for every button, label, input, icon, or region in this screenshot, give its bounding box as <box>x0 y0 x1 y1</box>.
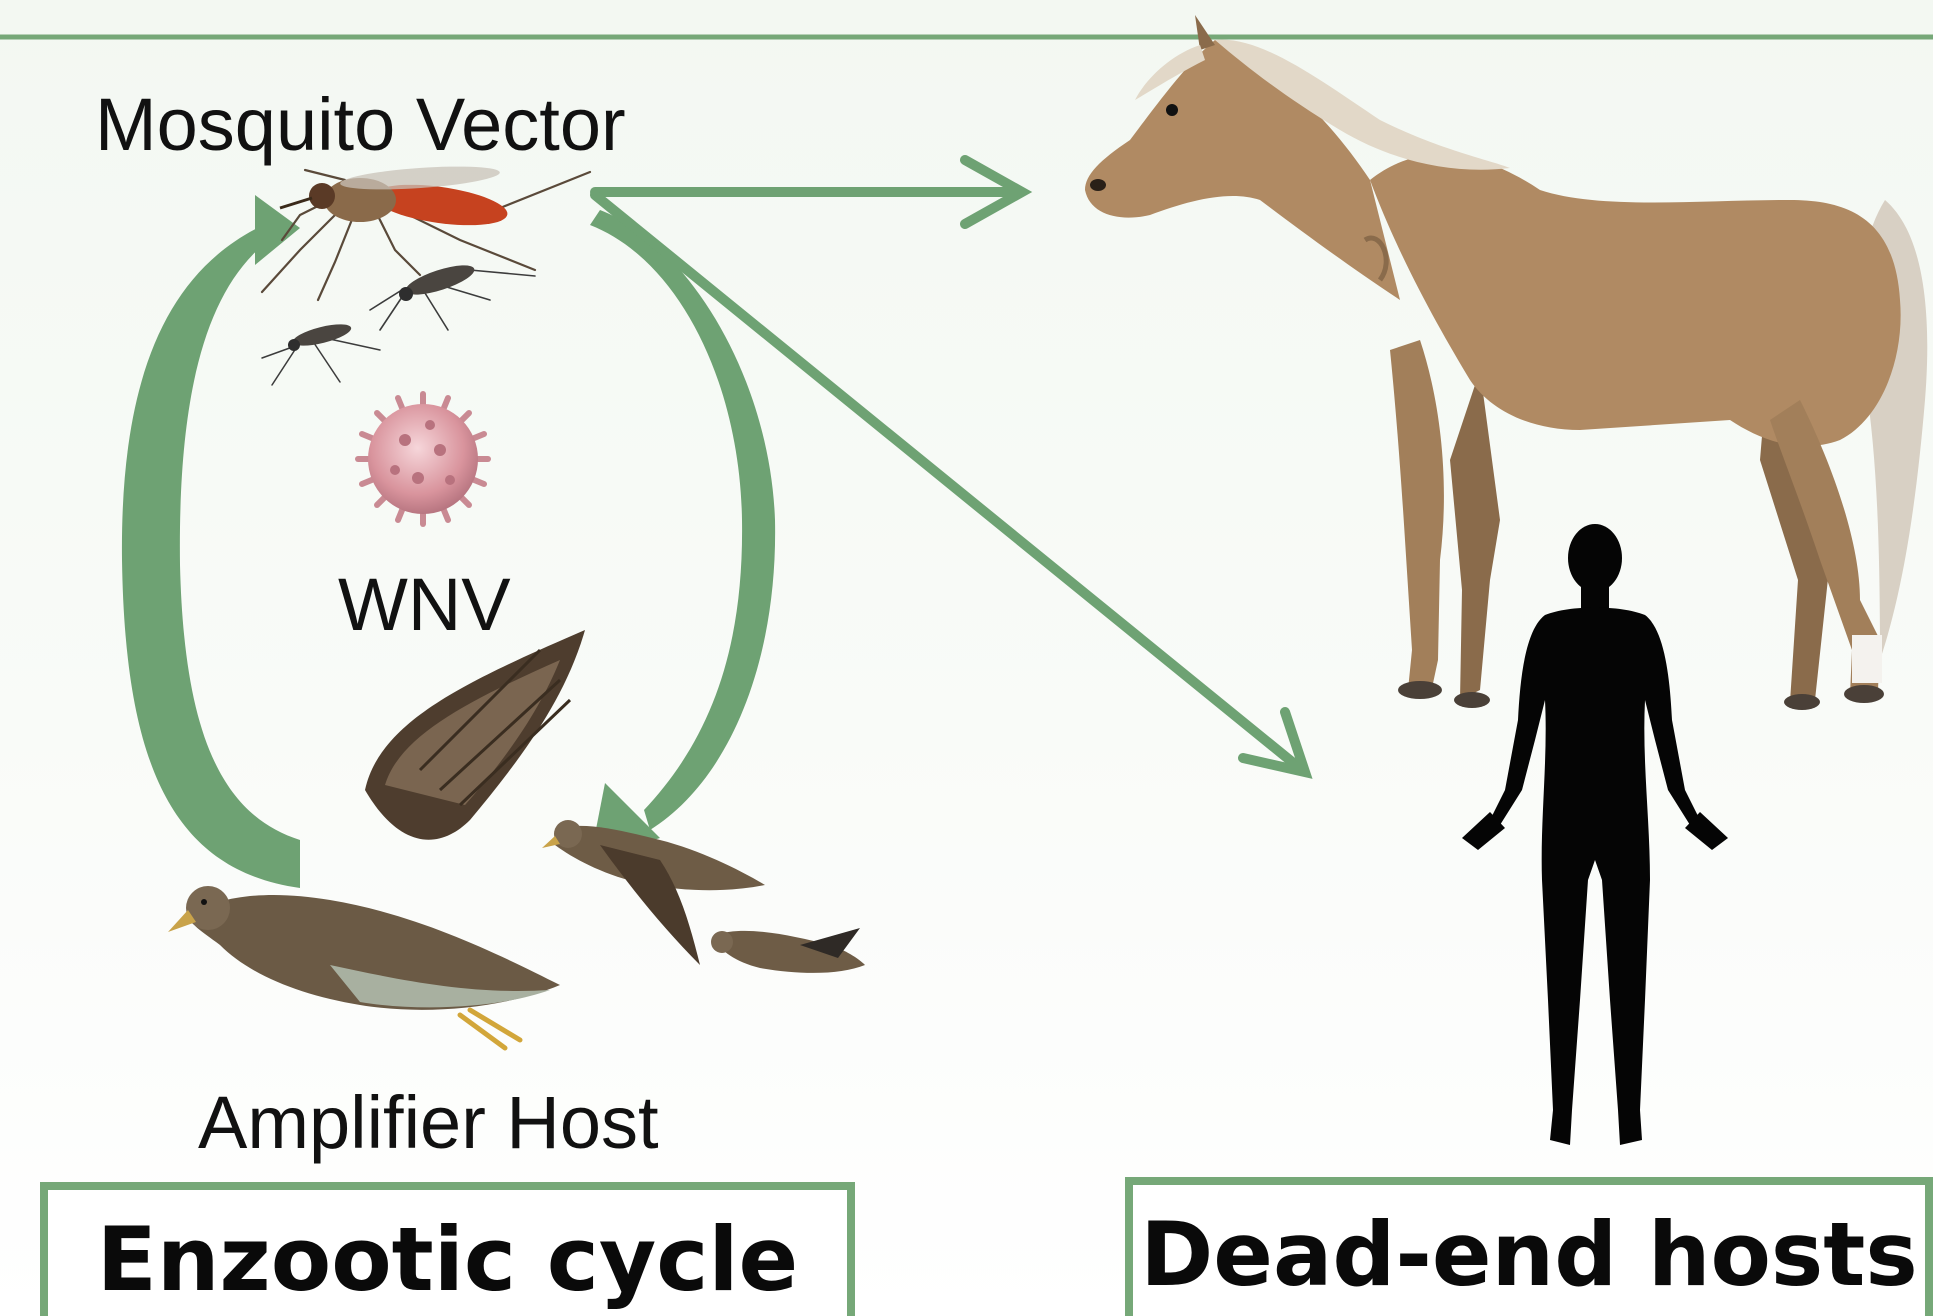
mosquito-vector-label: Mosquito Vector <box>95 82 626 167</box>
horse-icon <box>1085 15 1927 710</box>
dead-end-hosts-box: Dead-end hosts <box>1125 1177 1933 1316</box>
arrow-bird-to-mosquito <box>122 195 300 888</box>
dead-end-hosts-title: Dead-end hosts <box>1140 1211 1918 1299</box>
arrow-mosquito-to-horse <box>595 160 1022 224</box>
wnv-label: WNV <box>338 562 511 647</box>
arrow-mosquito-to-human <box>595 195 1305 772</box>
virus-icon <box>358 394 488 524</box>
enzootic-cycle-box: Enzootic cycle <box>40 1182 855 1316</box>
human-icon <box>1462 524 1728 1145</box>
amplifier-host-label: Amplifier Host <box>198 1080 659 1165</box>
mosquito-icon <box>262 162 590 385</box>
enzootic-cycle-title: Enzootic cycle <box>97 1216 798 1304</box>
arrow-mosquito-to-bird <box>590 210 775 860</box>
